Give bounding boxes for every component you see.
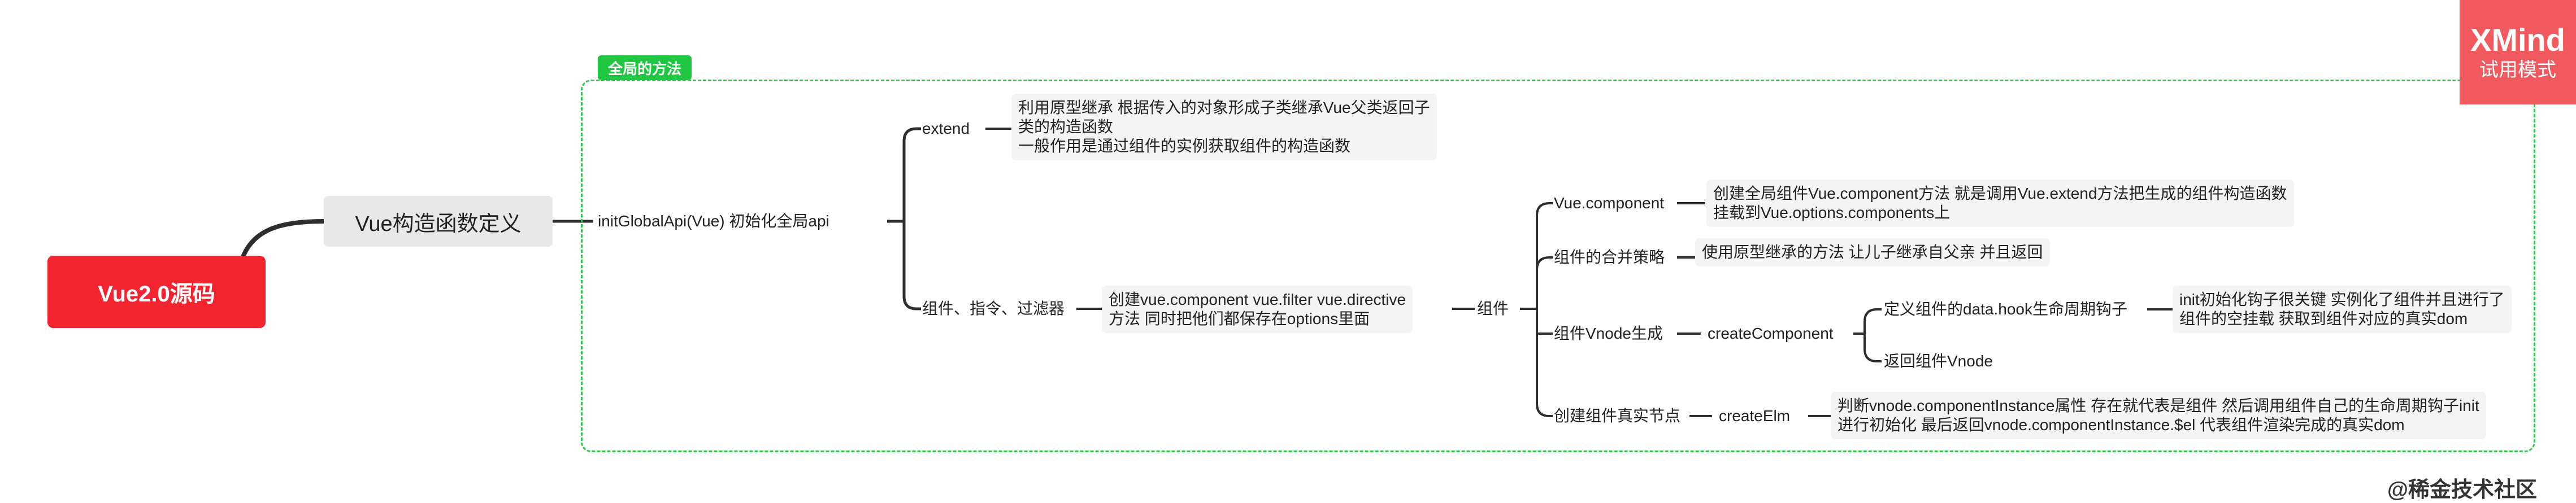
components-description[interactable]: 创建vue.component vue.filter vue.directive… (1102, 286, 1413, 333)
trial-mode-text: 试用模式 (2479, 59, 2556, 81)
juejin-watermark: @稀金技术社区 (2387, 478, 2538, 502)
hook-desc-line: init初始化钩子很关键 实例化了组件并且进行了 (2179, 291, 2505, 308)
vue-component-description[interactable]: 创建全局组件Vue.component方法 就是调用Vue.extend方法把生… (1706, 180, 2294, 227)
boundary-frame (581, 80, 2535, 452)
return-vnode-label: 返回组件Vnode (1884, 352, 1993, 370)
hook-label: 定义组件的data.hook生命周期钩子 (1884, 300, 2127, 318)
boundary-tag[interactable]: 全局的方法 (598, 55, 692, 80)
create-elm-desc-line: 判断vnode.componentInstance属性 存在就代表是组件 然后调… (1837, 397, 2479, 414)
merge-label: 组件的合并策略 (1554, 248, 1665, 266)
vue-component-label: Vue.component (1554, 194, 1665, 212)
components-desc-line: 方法 同时把他们都保存在options里面 (1109, 310, 1370, 327)
link-fork-hook (1863, 308, 1882, 334)
root-label: Vue2.0源码 (98, 282, 215, 307)
topic-component[interactable]: 组件 (1477, 299, 1509, 318)
topic-create-elm[interactable]: createElm (1719, 406, 1790, 426)
components-desc-line: 创建vue.component vue.filter vue.directive (1109, 291, 1406, 308)
link-fork-ret (1863, 334, 1882, 362)
merge-desc-line: 使用原型继承的方法 让儿子继承自父亲 并且返回 (1702, 243, 2043, 261)
merge-description[interactable]: 使用原型继承的方法 让儿子继承自父亲 并且返回 (1695, 238, 2050, 266)
extend-desc-line: 利用原型继承 根据传入的对象形成子类继承Vue父类返回子 (1018, 99, 1430, 116)
topic-extend[interactable]: extend (922, 119, 970, 138)
main-topic-label: Vue构造函数定义 (355, 212, 522, 236)
topic-create-component[interactable]: createComponent (1708, 324, 1834, 343)
main-topic-vue-constructor[interactable]: Vue构造函数定义 (324, 196, 553, 247)
components-label: 组件、指令、过滤器 (922, 300, 1065, 317)
link-fork-vuecomp (1536, 202, 1553, 309)
topic-components-directives-filters[interactable]: 组件、指令、过滤器 (922, 299, 1065, 318)
topic-return-vnode[interactable]: 返回组件Vnode (1884, 352, 1993, 371)
topic-merge-strategy[interactable]: 组件的合并策略 (1554, 248, 1665, 267)
extend-desc-line: 一般作用是通过组件的实例获取组件的构造函数 (1018, 137, 1351, 155)
topic-init-global-api[interactable]: initGlobalApi(Vue) 初始化全局api (598, 212, 829, 231)
real-node-label: 创建组件真实节点 (1554, 407, 1681, 425)
vue-component-desc-line: 挂载到Vue.options.components上 (1713, 204, 1951, 221)
topic-data-hook[interactable]: 定义组件的data.hook生命周期钩子 (1884, 300, 2127, 319)
link-fork-merge (1536, 256, 1553, 309)
topic-vnode-generation[interactable]: 组件Vnode生成 (1554, 324, 1663, 343)
boundary-tag-label: 全局的方法 (608, 60, 682, 77)
link-fork-extend (902, 127, 921, 221)
root-node[interactable]: Vue2.0源码 (47, 256, 266, 328)
topic-vue-component[interactable]: Vue.component (1554, 194, 1664, 213)
hook-description[interactable]: init初始化钩子很关键 实例化了组件并且进行了 组件的空挂载 获取到组件对应的… (2173, 286, 2512, 333)
topic-create-real-node[interactable]: 创建组件真实节点 (1554, 406, 1680, 426)
link-fork-components (902, 221, 921, 310)
create-elm-desc-line: 进行初始化 最后返回vnode.componentInstance.$el 代表… (1837, 416, 2405, 434)
extend-desc-line: 类的构造函数 (1018, 118, 1114, 135)
extend-label: extend (922, 120, 970, 137)
extend-description[interactable]: 利用原型继承 根据传入的对象形成子类继承Vue父类返回子 类的构造函数 一般作用… (1011, 94, 1437, 160)
xmind-logo-text: XMind (2470, 21, 2565, 58)
xmind-trial-badge: XMind 试用模式 (2460, 0, 2576, 104)
component-label: 组件 (1477, 300, 1509, 317)
link-fork-real (1536, 309, 1553, 417)
create-elm-description[interactable]: 判断vnode.componentInstance属性 存在就代表是组件 然后调… (1831, 392, 2486, 439)
hook-desc-line: 组件的空挂载 获取到组件对应的真实dom (2179, 310, 2468, 327)
link-root-main (241, 219, 324, 258)
init-label: initGlobalApi(Vue) 初始化全局api (598, 212, 829, 230)
create-elm-label: createElm (1719, 407, 1791, 425)
create-component-label: createComponent (1708, 325, 1834, 342)
vnode-label: 组件Vnode生成 (1554, 325, 1663, 342)
vue-component-desc-line: 创建全局组件Vue.component方法 就是调用Vue.extend方法把生… (1713, 185, 2287, 202)
